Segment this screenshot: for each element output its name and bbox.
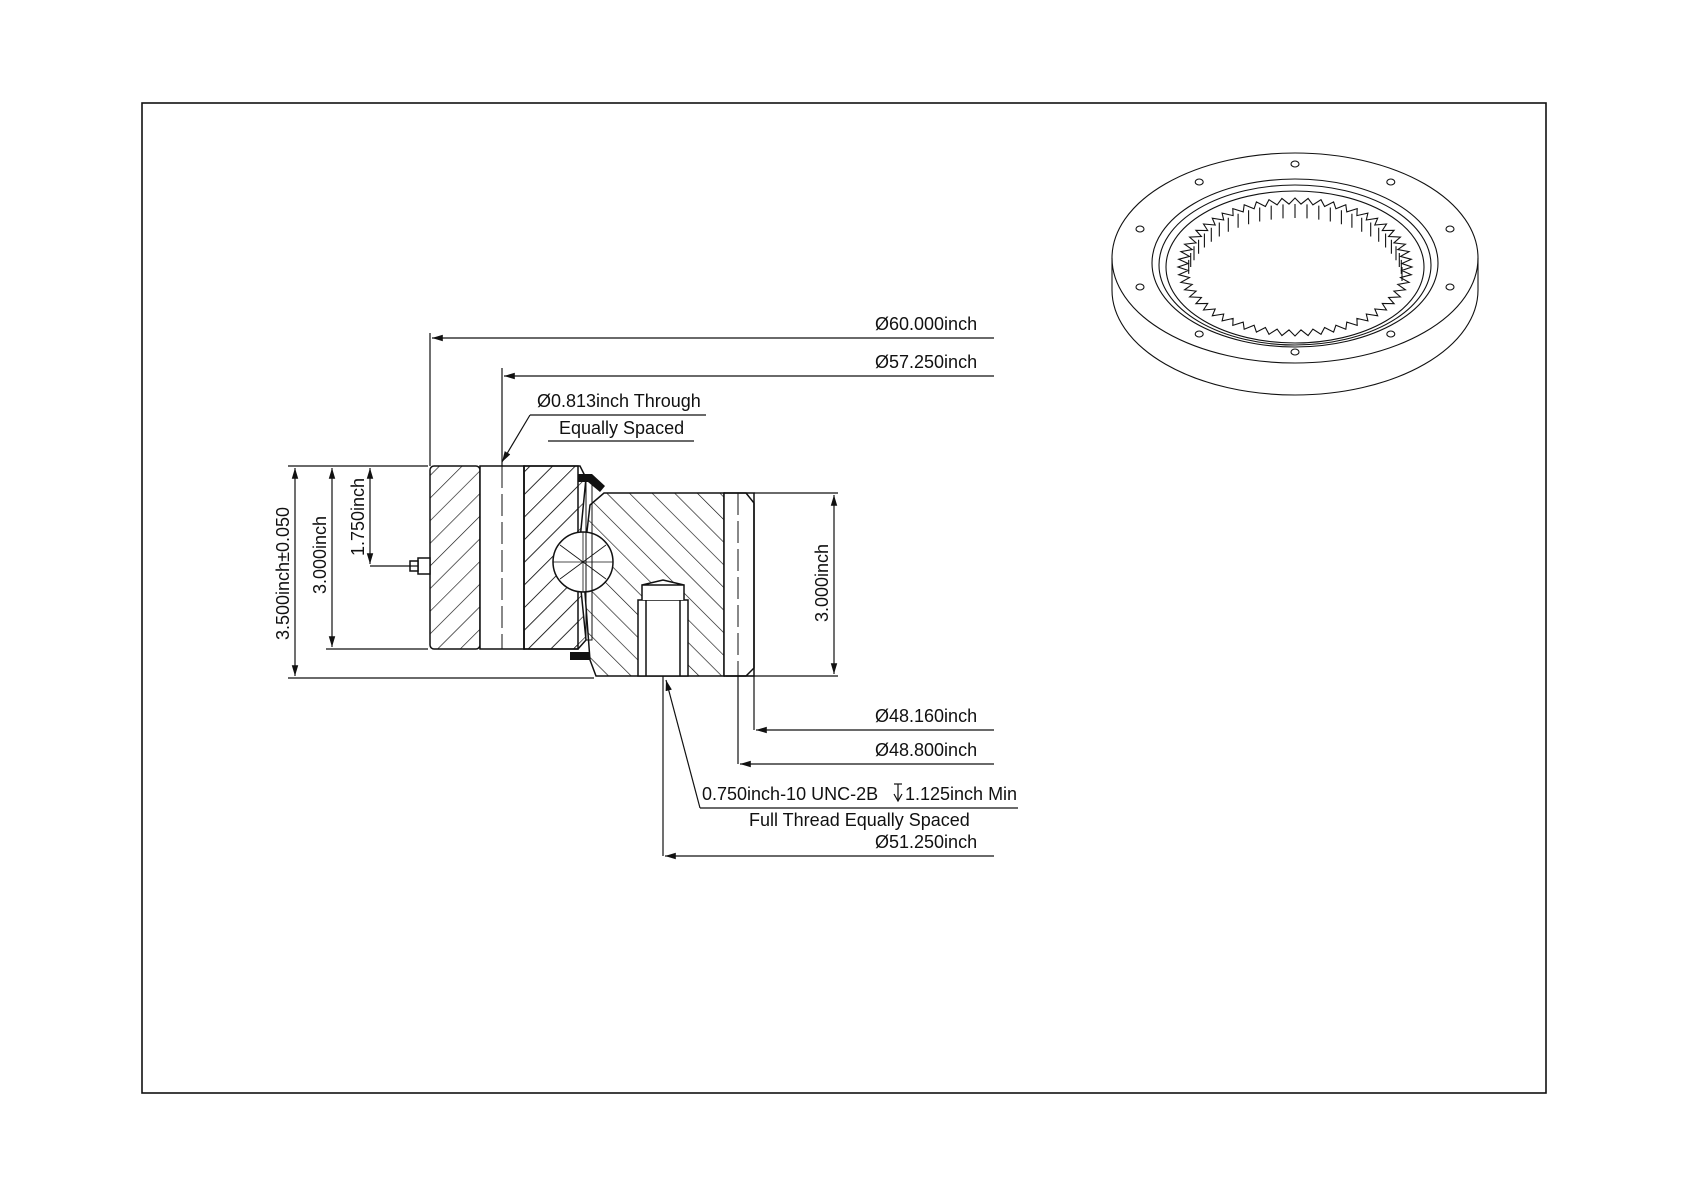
dim-through-hole-line1: Ø0.813inch Through [537, 391, 701, 411]
dim-bolt-circle-outer: Ø57.250inch [875, 352, 977, 372]
dim-thread-depth: 1.125inch Min [905, 784, 1017, 804]
bolt-hole [1194, 178, 1204, 186]
bottom-seal [570, 652, 590, 660]
outer-ring-left-block [429, 465, 481, 650]
seals [570, 474, 605, 660]
bolt-hole [1290, 348, 1300, 356]
bolt-hole [1290, 160, 1300, 168]
depth-icon [893, 783, 903, 803]
dim-total-height: 3.500inch±0.050 [273, 507, 293, 640]
inner-ring-face [1165, 190, 1425, 344]
outer-ring-inner-edge [1151, 178, 1439, 348]
gear-teeth [1176, 197, 1414, 337]
drawing-frame [141, 102, 1547, 1094]
bolt-hole [1386, 178, 1396, 186]
dim-thread-note: Full Thread Equally Spaced [749, 810, 970, 830]
dim-thread-spec: 0.750inch-10 UNC-2B [702, 784, 878, 804]
bolt-holes [1135, 160, 1455, 356]
outer-rim-side [1111, 258, 1479, 396]
dim-inner-ring-height: 3.000inch [812, 544, 832, 622]
outer-rim-top [1111, 152, 1479, 364]
bolt-hole [1445, 283, 1455, 291]
dimension-lines [288, 333, 1018, 860]
lube-fitting [417, 557, 431, 575]
gear-tooth-outline [1176, 197, 1414, 337]
bolt-hole [1135, 225, 1145, 233]
cross-section [409, 465, 755, 677]
gear-tooth-depth [1188, 204, 1403, 281]
dim-lube-height: 1.750inch [348, 478, 368, 556]
threaded-hole-tip [641, 579, 685, 600]
bolt-hole [1445, 225, 1455, 233]
dim-gear-root-diameter: Ø48.160inch [875, 706, 977, 726]
dim-outer-ring-height: 3.000inch [310, 516, 330, 594]
inner-ring-outer-edge [1158, 184, 1432, 346]
dim-gear-pitch-diameter: Ø48.800inch [875, 740, 977, 760]
dim-bolt-circle-inner: Ø51.250inch [875, 832, 977, 852]
bolt-hole [1194, 330, 1204, 338]
dim-through-hole-line2: Equally Spaced [559, 418, 684, 438]
gear-tooth-zone [723, 492, 755, 677]
isometric-ring-view [1111, 152, 1479, 396]
dim-outer-diameter: Ø60.000inch [875, 314, 977, 334]
bolt-hole [1386, 330, 1396, 338]
bolt-hole [1135, 283, 1145, 291]
